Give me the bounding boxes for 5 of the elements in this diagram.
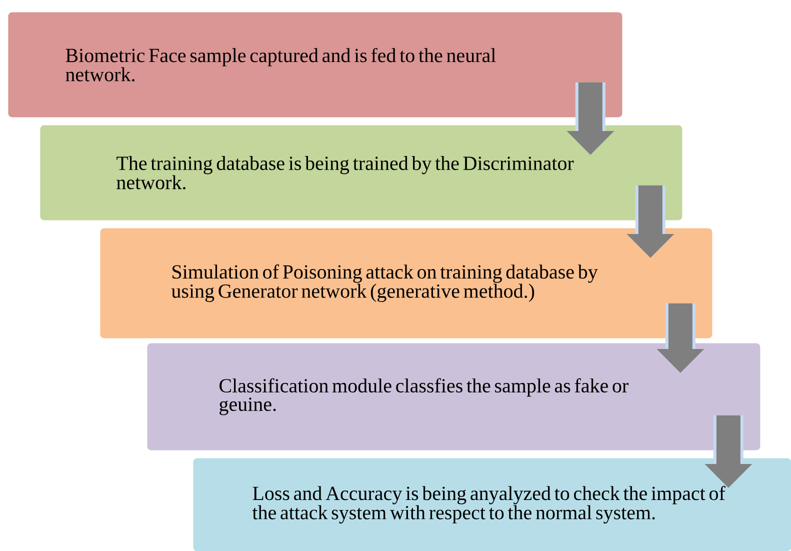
- step-box: The training database is being trained by the Discriminator network.: [40, 125, 682, 220]
- step-box: Simulation of Poisoning attack on training database by using Generator network (generative method.): [100, 228, 712, 338]
- step-box: Biometric Face sample captured and is fed to the neural network.: [8, 12, 622, 118]
- step-box: Loss and Accuracy is being anyalyzed to check the impact of the attack system with respect to the normal system.: [193, 458, 791, 551]
- step-box: Classification module classfies the sample as fake or geuine.: [147, 343, 760, 450]
